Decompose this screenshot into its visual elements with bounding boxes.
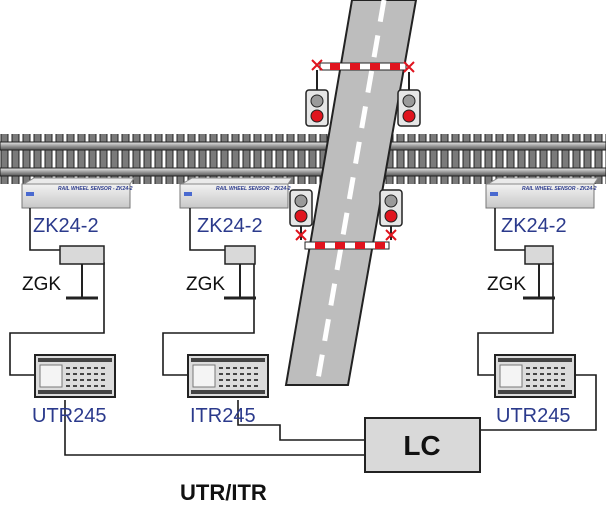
sensor-label: ZK24-2 <box>501 215 567 237</box>
sensor-device-text: RAIL WHEEL SENSOR - ZK24-2 <box>522 186 597 192</box>
module-2: ITR245 <box>187 354 269 427</box>
railway-track <box>0 134 606 184</box>
sensor-label: ZK24-2 <box>197 215 263 237</box>
module-3: UTR245 <box>494 354 576 427</box>
signal-bottom-right <box>379 189 403 241</box>
junction-label: ZGK <box>186 274 225 295</box>
junction-label: ZGK <box>487 274 526 295</box>
sensor-device-text: RAIL WHEEL SENSOR - ZK24-2 <box>58 186 133 192</box>
module-label: UTR245 <box>32 405 106 427</box>
junction-3: ZGK <box>487 245 555 300</box>
sensor-2: RAIL WHEEL SENSOR - ZK24-2 ZK24-2 <box>179 177 293 237</box>
lc-controller: LC <box>364 417 481 473</box>
sensor-3: RAIL WHEEL SENSOR - ZK24-2 ZK24-2 <box>485 177 599 237</box>
sensor-device <box>485 183 595 209</box>
sensor-1: RAIL WHEEL SENSOR - ZK24-2 ZK24-2 <box>21 177 135 237</box>
wiring <box>9 262 597 456</box>
signal-bottom-left <box>289 189 313 241</box>
road <box>284 0 418 386</box>
module-1: UTR245 <box>32 354 116 427</box>
diagram-footer-title: UTR/ITR <box>180 480 267 505</box>
module-label: UTR245 <box>496 405 570 427</box>
barrier-top <box>319 62 407 71</box>
module-label: ITR245 <box>190 405 256 427</box>
signal-top-left <box>305 59 329 127</box>
lc-label: LC <box>403 430 440 461</box>
sensor-device <box>179 183 289 209</box>
junction-1: ZGK <box>22 245 105 300</box>
junction-2: ZGK <box>186 245 256 300</box>
junction-label: ZGK <box>22 274 61 295</box>
barrier-bottom <box>304 241 390 250</box>
sensor-label: ZK24-2 <box>33 215 99 237</box>
sensor-cables <box>29 208 525 251</box>
sensor-device-text: RAIL WHEEL SENSOR - ZK24-2 <box>216 186 291 192</box>
signal-top-right <box>397 61 421 127</box>
